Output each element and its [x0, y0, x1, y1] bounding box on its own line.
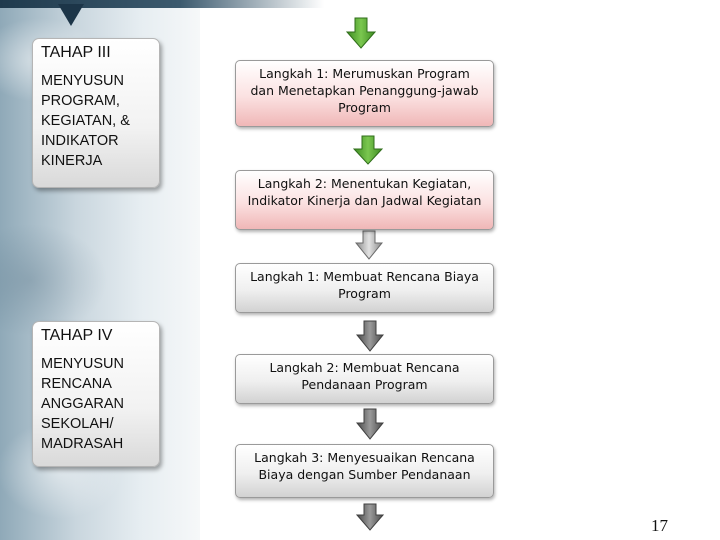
gray-down-arrow-icon — [356, 408, 384, 440]
stage-4-title: TAHAP IV — [41, 327, 113, 344]
stage-3-description: MENYUSUN PROGRAM, KEGIATAN, & INDIKATOR … — [41, 73, 130, 169]
stage-3-title: TAHAP III — [41, 44, 111, 61]
background-top-band — [0, 0, 720, 8]
step-box: Langkah 2: Menentukan Kegiatan, Indikato… — [235, 170, 494, 230]
step-text: Langkah 2: Menentukan Kegiatan, Indikato… — [247, 176, 482, 208]
decorative-arrow-icon — [58, 4, 84, 26]
green-down-arrow-icon — [353, 135, 383, 165]
page-number: 17 — [651, 516, 668, 535]
stage-3-box: TAHAP III MENYUSUN PROGRAM, KEGIATAN, & … — [32, 38, 160, 188]
step-text: Langkah 2: Membuat Rencana Pendanaan Pro… — [269, 360, 460, 392]
step-box: Langkah 1: Merumuskan Program dan Meneta… — [235, 60, 494, 127]
gray-down-arrow-icon — [356, 320, 384, 352]
step-text: Langkah 1: Membuat Rencana Biaya Program — [250, 269, 479, 301]
stage-4-box: TAHAP IV MENYUSUN RENCANA ANGGARAN SEKOL… — [32, 321, 160, 467]
stage-4-description: MENYUSUN RENCANA ANGGARAN SEKOLAH/ MADRA… — [41, 356, 124, 452]
gray-down-arrow-icon — [356, 503, 384, 531]
gray-down-arrow-icon — [355, 230, 383, 260]
step-box: Langkah 2: Membuat Rencana Pendanaan Pro… — [235, 354, 494, 404]
step-box: Langkah 3: Menyesuaikan Rencana Biaya de… — [235, 444, 494, 498]
step-box: Langkah 1: Membuat Rencana Biaya Program — [235, 263, 494, 313]
step-text: Langkah 1: Merumuskan Program dan Meneta… — [250, 66, 479, 115]
green-down-arrow-icon — [346, 17, 376, 49]
step-text: Langkah 3: Menyesuaikan Rencana Biaya de… — [254, 450, 475, 482]
